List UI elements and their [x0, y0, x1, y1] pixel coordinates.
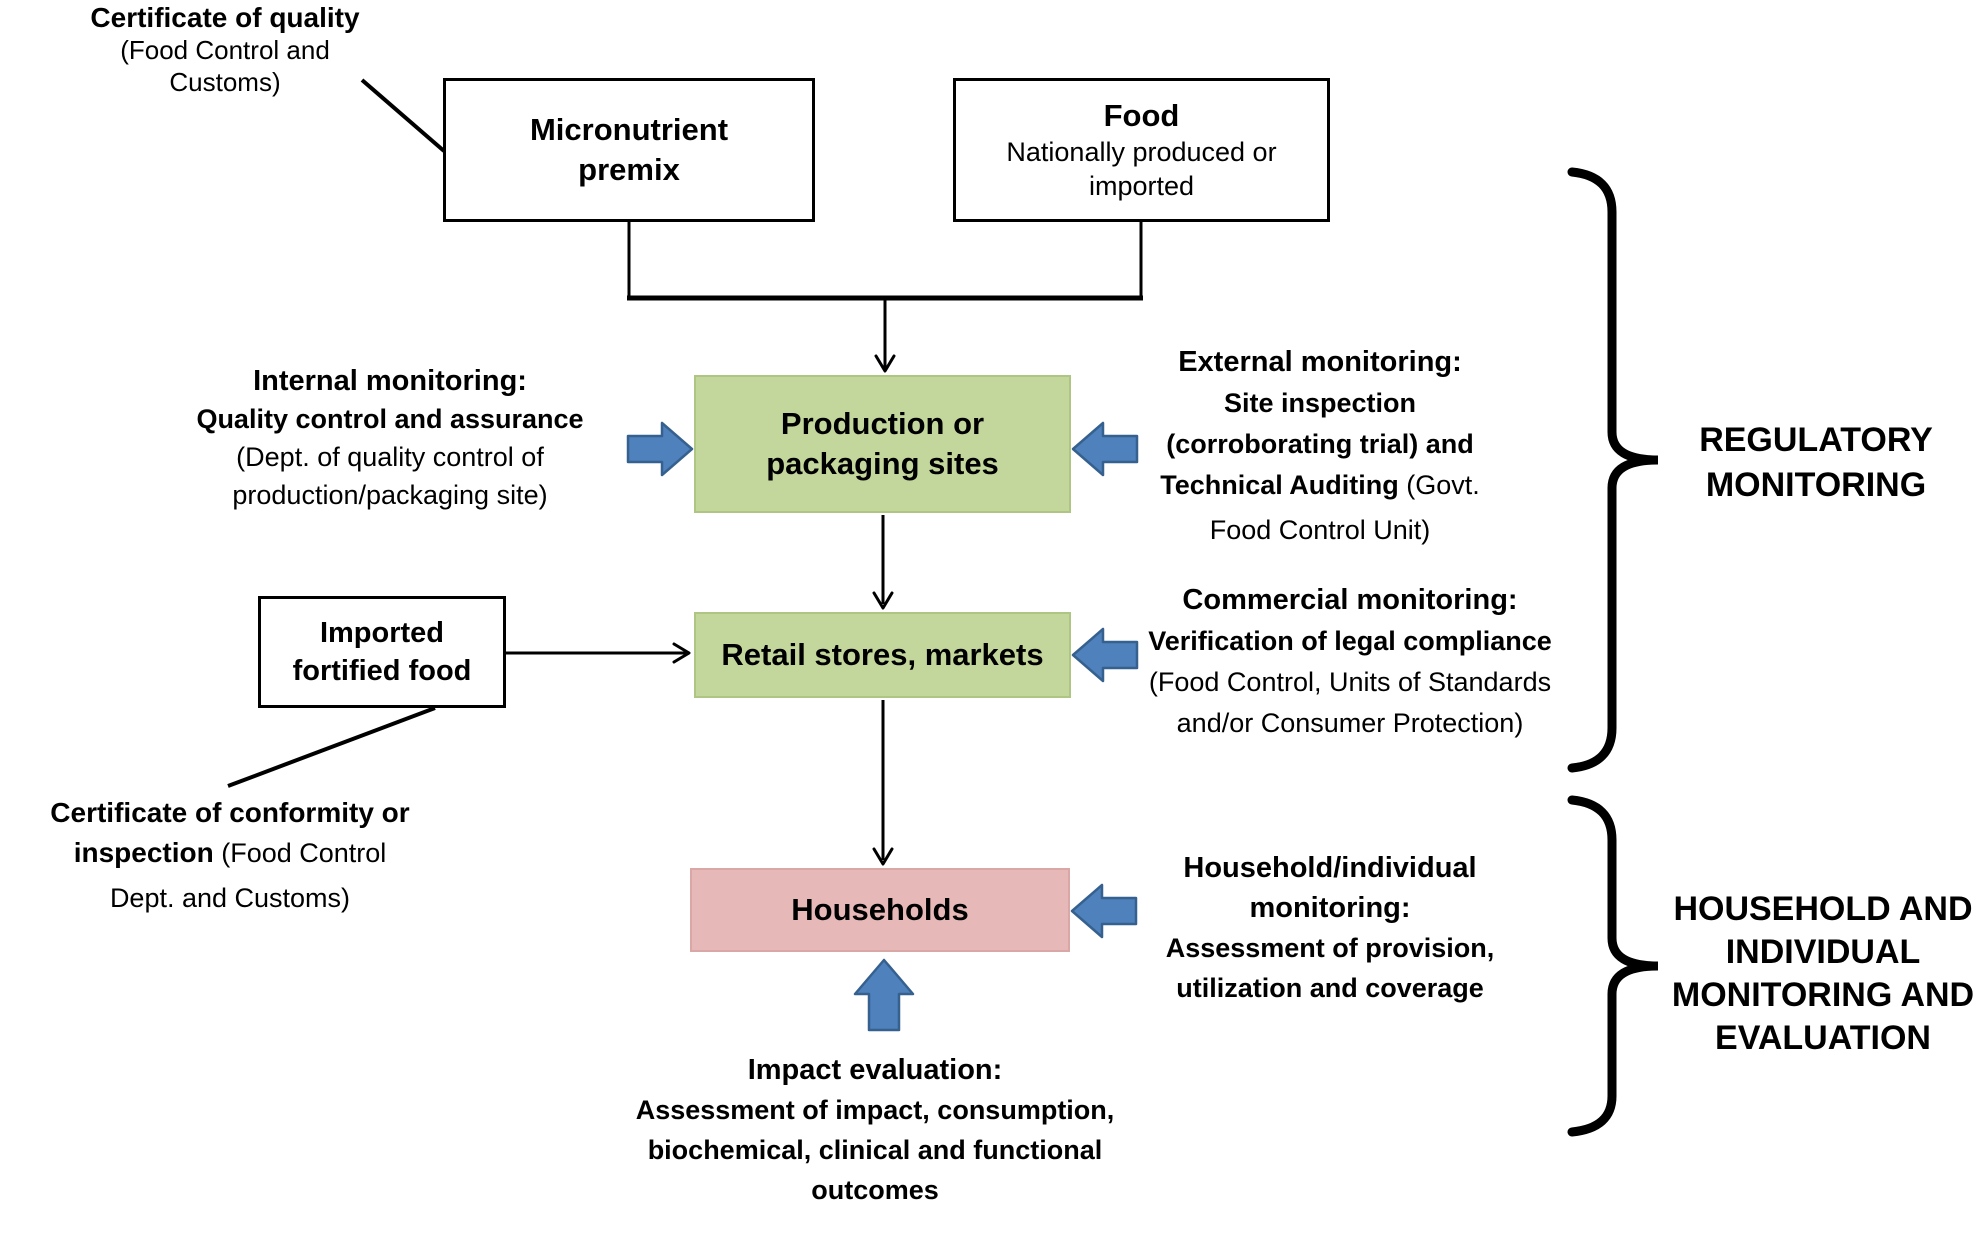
household-monitoring-note: Household/individual monitoring: Assessm… — [1130, 848, 1530, 1008]
arrow-retail-households-head — [872, 847, 894, 866]
retail-stores-box: Retail stores, markets — [694, 612, 1071, 698]
household-monitoring-bold2: utilization and coverage — [1176, 973, 1484, 1003]
cert-conformity-callout-line — [227, 706, 436, 788]
commercial-monitoring-normal2: and/or Consumer Protection) — [1176, 708, 1524, 738]
cert-conformity-bold2: inspection — [73, 837, 214, 868]
external-monitoring-arrow-icon — [1071, 421, 1139, 477]
cert-conformity-mixed-line: inspection (Food Control — [35, 833, 425, 878]
external-monitoring-mixed-line: Technical Auditing (Govt. — [1140, 465, 1500, 510]
household-monitoring-bold1: Assessment of provision, — [1165, 933, 1495, 963]
food-box-sub1: Nationally produced or — [1006, 137, 1277, 167]
impact-evaluation-note: Impact evaluation: Assessment of impact,… — [595, 1050, 1155, 1210]
cert-conformity-normal2: Dept. and Customs) — [109, 883, 351, 913]
food-box: Food Nationally produced or imported — [953, 78, 1330, 222]
household-evaluation-line4: EVALUATION — [1715, 1019, 1931, 1057]
cert-conformity-normal1: (Food Control — [213, 838, 387, 868]
external-monitoring-bold1: Site inspection — [1223, 388, 1417, 418]
impact-evaluation-bold3: outcomes — [811, 1175, 939, 1205]
commercial-monitoring-arrow-icon — [1071, 627, 1139, 683]
imported-line1: Imported — [319, 617, 445, 649]
certificate-of-quality-title: Certificate of quality — [90, 2, 360, 33]
external-monitoring-normal1: (Govt. — [1398, 470, 1480, 500]
impact-evaluation-bold2: biochemical, clinical and functional — [647, 1135, 1103, 1165]
cert-quality-callout-line — [360, 78, 446, 153]
arrow-production-retail-head — [872, 591, 894, 610]
household-evaluation-brace — [1567, 795, 1659, 1137]
impact-evaluation-arrow-icon — [853, 958, 915, 1032]
micronutrient-premix-line1: Micronutrient — [529, 112, 729, 147]
households-label: Households — [791, 892, 969, 927]
production-line2: packaging sites — [766, 446, 999, 481]
internal-monitoring-note: Internal monitoring: Quality control and… — [155, 362, 625, 514]
certificate-of-conformity-note: Certificate of conformity or inspection … — [35, 793, 425, 918]
household-monitoring-title1: Household/individual — [1183, 852, 1477, 884]
household-evaluation-line3: MONITORING AND — [1671, 976, 1975, 1014]
household-monitoring-title2: monitoring: — [1249, 892, 1411, 924]
external-monitoring-bold2: (corroborating trial) and — [1166, 429, 1474, 459]
external-monitoring-title: External monitoring: — [1178, 346, 1462, 378]
certificate-of-quality-line2: (Food Control and — [120, 35, 330, 65]
commercial-monitoring-note: Commercial monitoring: Verification of l… — [1125, 580, 1575, 744]
internal-monitoring-normal1: (Dept. of quality control of — [236, 442, 544, 472]
impact-evaluation-bold1: Assessment of impact, consumption, — [635, 1095, 1115, 1125]
micronutrient-premix-line2: premix — [578, 152, 680, 187]
household-evaluation-line1: HOUSEHOLD AND — [1673, 890, 1973, 928]
household-evaluation-line2: INDIVIDUAL — [1725, 933, 1921, 971]
imported-line2: fortified food — [292, 655, 472, 687]
internal-monitoring-arrow-icon — [626, 421, 694, 477]
micronutrient-premix-box: Micronutrient premix — [443, 78, 815, 222]
internal-monitoring-bold: Quality control and assurance — [196, 404, 584, 434]
retail-label: Retail stores, markets — [721, 637, 1044, 672]
external-monitoring-note: External monitoring: Site inspection (co… — [1140, 342, 1500, 551]
external-monitoring-bold3: Technical Auditing — [1160, 470, 1399, 500]
internal-monitoring-title: Internal monitoring: — [253, 365, 527, 397]
production-line1: Production or — [780, 406, 985, 441]
regulatory-monitoring-line1: REGULATORY — [1699, 421, 1933, 459]
food-box-sub2: imported — [1088, 171, 1195, 201]
certificate-of-quality-note: Certificate of quality (Food Control and… — [60, 2, 390, 98]
household-monitoring-arrow-icon — [1070, 883, 1138, 939]
arrow-to-production-head — [874, 354, 896, 373]
certificate-of-quality-line3: Customs) — [169, 67, 281, 97]
food-box-title: Food — [1103, 98, 1180, 133]
imported-fortified-food-box: Imported fortified food — [258, 596, 506, 708]
production-packaging-box: Production or packaging sites — [694, 375, 1071, 513]
regulatory-monitoring-brace — [1567, 167, 1659, 773]
households-box: Households — [690, 868, 1070, 952]
commercial-monitoring-title: Commercial monitoring: — [1182, 584, 1518, 616]
commercial-monitoring-normal1: (Food Control, Units of Standards — [1148, 667, 1552, 697]
impact-evaluation-title: Impact evaluation: — [747, 1054, 1003, 1086]
regulatory-monitoring-label: REGULATORY MONITORING — [1651, 418, 1981, 508]
arrow-imported-retail-head — [672, 642, 691, 664]
household-evaluation-label: HOUSEHOLD AND INDIVIDUAL MONITORING AND … — [1653, 888, 1984, 1060]
regulatory-monitoring-line2: MONITORING — [1705, 466, 1927, 504]
internal-monitoring-normal2: production/packaging site) — [232, 480, 548, 510]
commercial-monitoring-bold: Verification of legal compliance — [1148, 626, 1552, 656]
external-monitoring-normal2: Food Control Unit) — [1209, 515, 1431, 545]
cert-conformity-bold1: Certificate of conformity or — [50, 797, 410, 828]
